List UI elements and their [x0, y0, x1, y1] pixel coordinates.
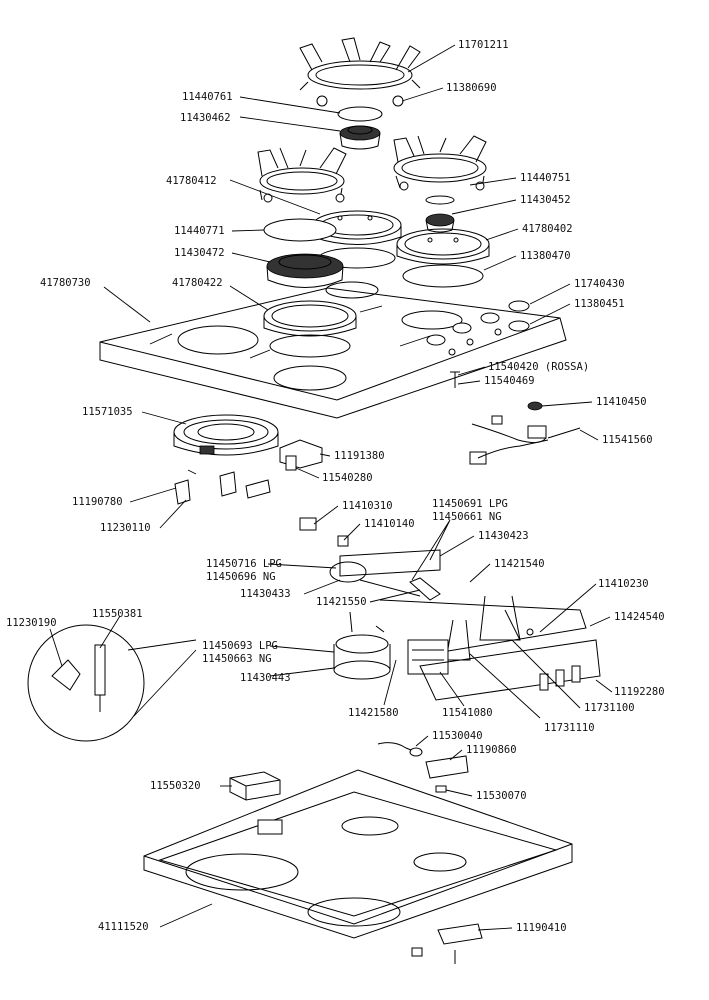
part-label: 11410310	[342, 500, 393, 512]
part-labels: 11701211 11380690 11440761 11430462 4178…	[6, 39, 665, 934]
part-label: 11410140	[364, 518, 415, 530]
part-label: 11430423	[478, 530, 529, 542]
part-label: 11424540	[614, 611, 665, 623]
part-label: 11430433	[240, 588, 291, 600]
part-label: 11571035	[82, 406, 133, 418]
part-label: 11450663 NG	[202, 653, 272, 665]
part-label: 11230110	[100, 522, 151, 534]
burner-base-right-drawing	[396, 228, 490, 288]
base-tray-drawing	[143, 769, 573, 939]
part-label: 11190780	[72, 496, 123, 508]
part-label: 11550320	[150, 780, 201, 792]
bottom-bracket-drawing	[411, 923, 483, 964]
knob-and-wiring-drawing	[469, 401, 581, 465]
part-label: 11190410	[516, 922, 567, 934]
part-label: 11421550	[316, 596, 367, 608]
part-label: 11450691 LPG	[432, 498, 508, 510]
part-label: 11731110	[544, 722, 595, 734]
controls-on-glass-drawing	[426, 300, 530, 388]
part-label: 11430443	[240, 672, 291, 684]
part-label: 41780402	[522, 223, 573, 235]
part-label: 11430462	[180, 112, 231, 124]
part-label: 11230190	[6, 617, 57, 629]
part-label: 11192280	[614, 686, 665, 698]
part-label: 11550381	[92, 608, 143, 620]
burner-cup-lower-drawing	[333, 611, 391, 680]
part-label: 11740430	[574, 278, 625, 290]
part-label: 11701211	[458, 39, 509, 51]
electric-hotplate-drawing	[173, 414, 279, 456]
part-label: 11430472	[174, 247, 225, 259]
part-label: 11430452	[520, 194, 571, 206]
part-label: 11450696 NG	[206, 571, 276, 583]
part-label: 41780730	[40, 277, 91, 289]
part-label: 11450693 LPG	[202, 640, 278, 652]
part-label: 11440771	[174, 225, 225, 237]
pan-support-top-drawing	[299, 37, 421, 107]
part-label: 11541080	[442, 707, 493, 719]
part-label: 11731100	[584, 702, 635, 714]
part-label: 11450716 LPG	[206, 558, 282, 570]
part-label: 11380690	[446, 82, 497, 94]
part-label: 11540469	[484, 375, 535, 387]
burner-base-front-drawing	[263, 300, 357, 358]
part-label: 11410450	[596, 396, 647, 408]
leader-lines	[49, 44, 613, 931]
part-label: 11541560	[602, 434, 653, 446]
right-small-burner-drawing	[425, 195, 455, 233]
part-label: 11421540	[494, 558, 545, 570]
gas-valve-assembly-drawing	[299, 517, 601, 701]
part-label: 41111520	[98, 921, 149, 933]
part-label: 11530070	[476, 790, 527, 802]
part-label: 11190860	[466, 744, 517, 756]
part-label: 11540280	[322, 472, 373, 484]
part-label: 11540420 (ROSSA)	[488, 361, 589, 373]
pan-support-left-drawing	[257, 147, 347, 203]
part-label: 11450661 NG	[432, 511, 502, 523]
part-label: 11191380	[334, 450, 385, 462]
part-label: 11380451	[574, 298, 625, 310]
part-label: 11440761	[182, 91, 233, 103]
spark-generator-drawing	[229, 771, 281, 801]
large-burner-left-drawing	[263, 218, 344, 288]
thermocouple-detail-drawing	[27, 624, 197, 742]
part-label: 11530040	[432, 730, 483, 742]
part-label: 41780422	[172, 277, 223, 289]
ignition-parts-drawing	[377, 742, 469, 793]
glass-hob-top-drawing	[99, 281, 567, 419]
part-label: 11440751	[520, 172, 571, 184]
pan-support-right-drawing	[393, 135, 487, 191]
hotplate-brackets-drawing	[174, 439, 323, 505]
part-label: 11421580	[348, 707, 399, 719]
part-label: 11410230	[598, 578, 649, 590]
small-burner-drawing	[337, 106, 383, 150]
part-label: 11380470	[520, 250, 571, 262]
part-label: 41780412	[166, 175, 217, 187]
